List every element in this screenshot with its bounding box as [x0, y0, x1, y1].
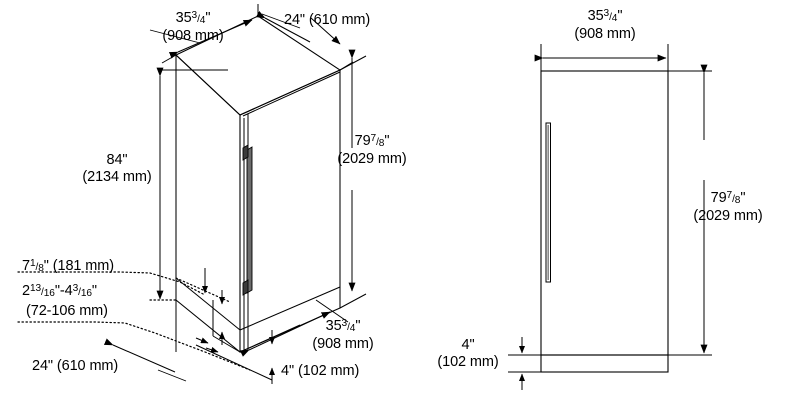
- front-door-handle: [545, 122, 551, 283]
- iso-base-height-label: 4" (102 mm): [281, 363, 360, 379]
- iso-base-depth-dimension: [103, 338, 187, 382]
- iso-top-width-label: 353/4" (908 mm): [162, 9, 224, 44]
- iso-base-width-dimension: [239, 299, 349, 357]
- iso-toe-range-metric-label: (72-106 mm): [26, 303, 108, 319]
- front-width-label: 353/4" (908 mm): [574, 7, 636, 42]
- iso-base-height-dimension: [195, 324, 301, 384]
- iso-cabinet-body: [175, 15, 342, 354]
- iso-overall-height-dimension: [156, 67, 228, 300]
- front-cabinet-outline: [540, 70, 669, 373]
- iso-overall-height-label: 84" (2134 mm): [82, 152, 152, 185]
- iso-rear-clearance-label: 71/8" (181 mm): [22, 257, 114, 275]
- front-base-height-dimension: [508, 337, 541, 390]
- front-height-dimension: [668, 64, 712, 356]
- iso-top-width-dimension: [149, 4, 259, 64]
- front-base-panel: [540, 354, 669, 373]
- iso-door-top-reveal: [242, 71, 341, 117]
- iso-base-width-label: 353/4" (908 mm): [312, 317, 374, 352]
- iso-left-face: [175, 53, 241, 354]
- front-width-dimension: [534, 44, 669, 71]
- iso-toe-range-label: 213/16"-43/16": [22, 282, 97, 300]
- iso-base-small-arrows: [175, 290, 241, 353]
- iso-top-depth-label: 24" (610 mm): [284, 12, 371, 28]
- iso-base-band-left: [175, 277, 241, 331]
- iso-front-face: [239, 69, 341, 353]
- iso-door-handle: [242, 144, 253, 296]
- iso-base-depth-label: 24" (610 mm): [32, 358, 119, 374]
- iso-cabinet-height-dimension: [339, 49, 367, 309]
- front-height-label: 797/8" (2029 mm): [693, 189, 763, 224]
- iso-cabinet-height-label: 797/8" (2029 mm): [337, 132, 407, 167]
- front-door-panel: [540, 70, 669, 356]
- front-base-height-label: 4" (102 mm): [437, 337, 499, 370]
